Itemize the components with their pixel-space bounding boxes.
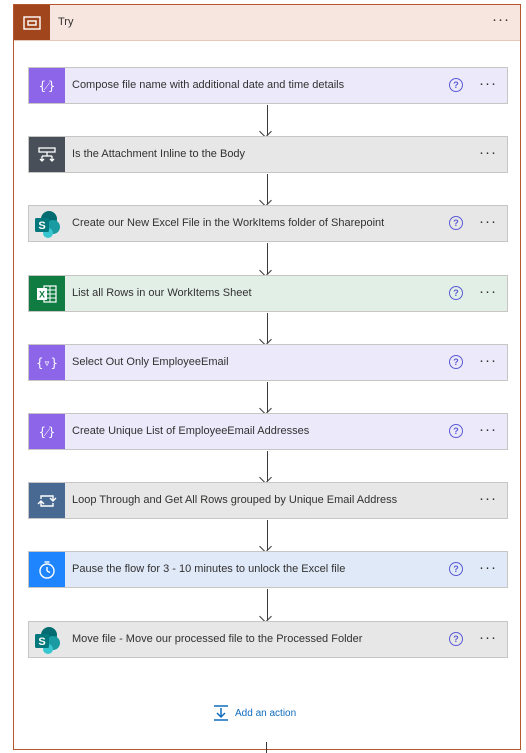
add-an-action-label: Add an action <box>235 707 297 719</box>
help-icon[interactable]: ? <box>449 286 463 300</box>
bottom-connector <box>266 742 267 753</box>
svg-text:S: S <box>38 636 45 648</box>
svg-text:S: S <box>38 220 45 232</box>
action-loop-through-rows[interactable]: Loop Through and Get All Rows grouped by… <box>28 482 508 519</box>
help-icon[interactable]: ? <box>449 562 463 576</box>
action-more-button[interactable]: ··· <box>479 629 497 646</box>
loop-icon <box>29 483 65 518</box>
connector-arrow <box>267 313 268 343</box>
timer-icon <box>29 552 65 587</box>
select-icon: {▿} <box>29 345 65 380</box>
action-list-rows[interactable]: X List all Rows in our WorkItems Sheet ?… <box>28 275 508 312</box>
excel-icon: X <box>29 276 65 311</box>
action-label: Compose file name with additional date a… <box>72 79 345 91</box>
action-label: Create Unique List of EmployeeEmail Addr… <box>72 425 310 437</box>
action-label: List all Rows in our WorkItems Sheet <box>72 287 252 299</box>
svg-text:X: X <box>39 289 45 299</box>
action-label: Select Out Only EmployeeEmail <box>72 356 229 368</box>
action-create-excel-file[interactable]: S Create our New Excel File in the WorkI… <box>28 205 508 242</box>
action-more-button[interactable]: ··· <box>479 352 497 369</box>
svg-text:{⁄}: {⁄} <box>39 79 55 93</box>
action-more-button[interactable]: ··· <box>479 559 497 576</box>
help-icon[interactable]: ? <box>449 424 463 438</box>
help-icon[interactable]: ? <box>449 632 463 646</box>
action-more-button[interactable]: ··· <box>479 144 497 161</box>
compose-icon: {⁄} <box>29 68 65 103</box>
action-label: Create our New Excel File in the WorkIte… <box>72 217 385 229</box>
connector-arrow <box>267 105 268 135</box>
action-more-button[interactable]: ··· <box>479 421 497 438</box>
connector-arrow <box>267 174 268 204</box>
action-condition-attachment-inline[interactable]: Is the Attachment Inline to the Body ··· <box>28 136 508 173</box>
connector-arrow <box>267 382 268 412</box>
action-pause-flow[interactable]: Pause the flow for 3 - 10 minutes to unl… <box>28 551 508 588</box>
compose-icon: {⁄} <box>29 414 65 449</box>
action-more-button[interactable]: ··· <box>479 213 497 230</box>
action-label: Is the Attachment Inline to the Body <box>72 148 246 160</box>
scope-icon <box>14 5 50 40</box>
sharepoint-icon: S <box>29 206 65 241</box>
help-icon[interactable]: ? <box>449 355 463 369</box>
action-label: Pause the flow for 3 - 10 minutes to unl… <box>72 563 346 575</box>
condition-icon <box>29 137 65 172</box>
action-compose-file-name[interactable]: {⁄} Compose file name with additional da… <box>28 67 508 104</box>
try-scope: Try ··· {⁄} Compose file name with addit… <box>13 4 521 750</box>
svg-text:{▿}: {▿} <box>37 356 57 370</box>
svg-text:{⁄}: {⁄} <box>39 425 55 439</box>
connector-arrow <box>267 589 268 620</box>
action-more-button[interactable]: ··· <box>479 75 497 92</box>
connector-arrow <box>267 243 268 274</box>
action-label: Move file - Move our processed file to t… <box>72 633 363 645</box>
action-label: Loop Through and Get All Rows grouped by… <box>72 494 398 506</box>
connector-arrow <box>267 451 268 481</box>
add-an-action-button[interactable]: Add an action <box>212 705 296 721</box>
action-more-button[interactable]: ··· <box>479 283 497 300</box>
action-select-employee-email[interactable]: {▿} Select Out Only EmployeeEmail ? ··· <box>28 344 508 381</box>
help-icon[interactable]: ? <box>449 78 463 92</box>
add-action-icon <box>214 705 228 721</box>
scope-more-button[interactable]: ··· <box>492 11 510 28</box>
sharepoint-icon: S <box>29 622 65 657</box>
connector-arrow <box>267 520 268 550</box>
action-move-file[interactable]: S Move file - Move our processed file to… <box>28 621 508 658</box>
help-icon[interactable]: ? <box>449 216 463 230</box>
action-create-unique-list[interactable]: {⁄} Create Unique List of EmployeeEmail … <box>28 413 508 450</box>
action-more-button[interactable]: ··· <box>479 490 497 507</box>
scope-title: Try <box>58 16 74 28</box>
scope-header[interactable]: Try ··· <box>14 5 520 41</box>
